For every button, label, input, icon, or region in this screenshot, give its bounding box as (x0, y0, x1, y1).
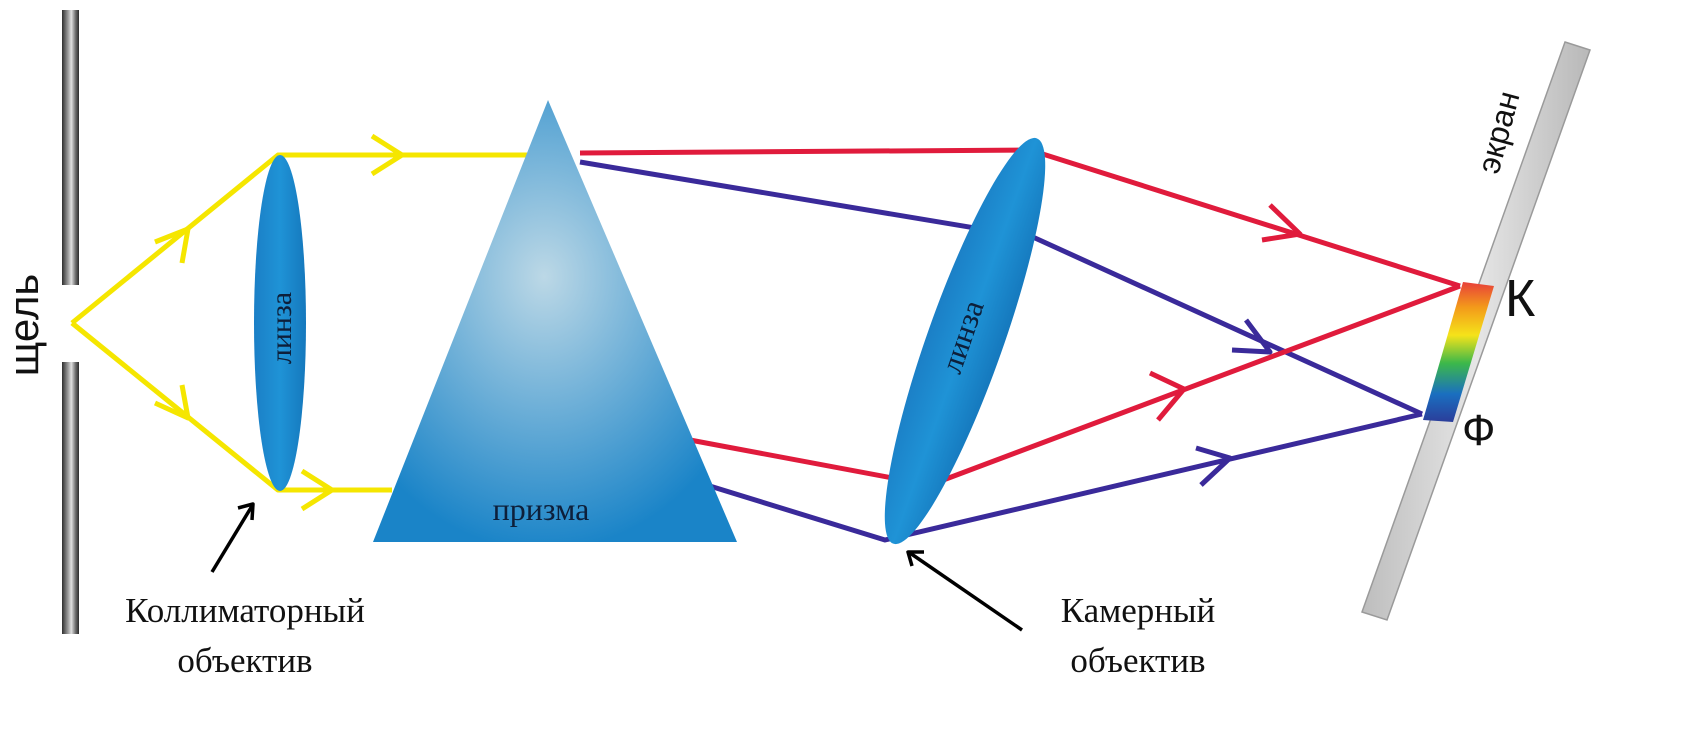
yellow-ray-lower (70, 321, 392, 493)
arrow-head (1195, 445, 1233, 487)
slit-label: щель (0, 274, 47, 376)
spectrum-band (1423, 282, 1494, 422)
collimator-lens-label: линза (265, 292, 298, 364)
camera-lens: линза (884, 137, 1046, 545)
slit-upper-plate (62, 10, 79, 285)
camera-pointer (906, 550, 1023, 632)
pointer-arrow-head (906, 550, 924, 567)
violet-ray-upper (579, 159, 1424, 417)
yellow-ray-upper (70, 152, 530, 325)
prism: призма (373, 100, 737, 542)
collimator-caption-line2: объектив (177, 641, 312, 680)
pointer-arrow-line (210, 505, 254, 573)
arrow-head (1231, 318, 1273, 355)
camera-caption-line1: Камерный (1061, 591, 1216, 630)
collimator-caption-line1: Коллиматорный (125, 591, 365, 630)
pointer-arrow-line (909, 551, 1023, 632)
pointer-arrow-head (237, 502, 255, 521)
mark-red-label: К (1505, 270, 1535, 328)
collimator-pointer (210, 502, 255, 573)
arrow-head (370, 133, 405, 177)
camera-caption-line2: объектив (1070, 641, 1205, 680)
screen-label: экран (1470, 87, 1526, 177)
prism-label: призма (493, 491, 590, 527)
slit-lower-plate (62, 362, 79, 634)
slit (62, 10, 79, 634)
screen: экран (1361, 41, 1591, 621)
arrow-head (153, 384, 191, 421)
arrow-head (300, 468, 335, 512)
red-ray-lower (689, 283, 1461, 488)
arrow-head (154, 226, 191, 264)
arrow-head (1261, 203, 1303, 243)
mark-violet-label: Ф (1462, 406, 1495, 455)
violet-ray-lower (699, 411, 1423, 543)
collimator-lens: линза (254, 155, 306, 491)
arrow-head (1148, 370, 1187, 422)
